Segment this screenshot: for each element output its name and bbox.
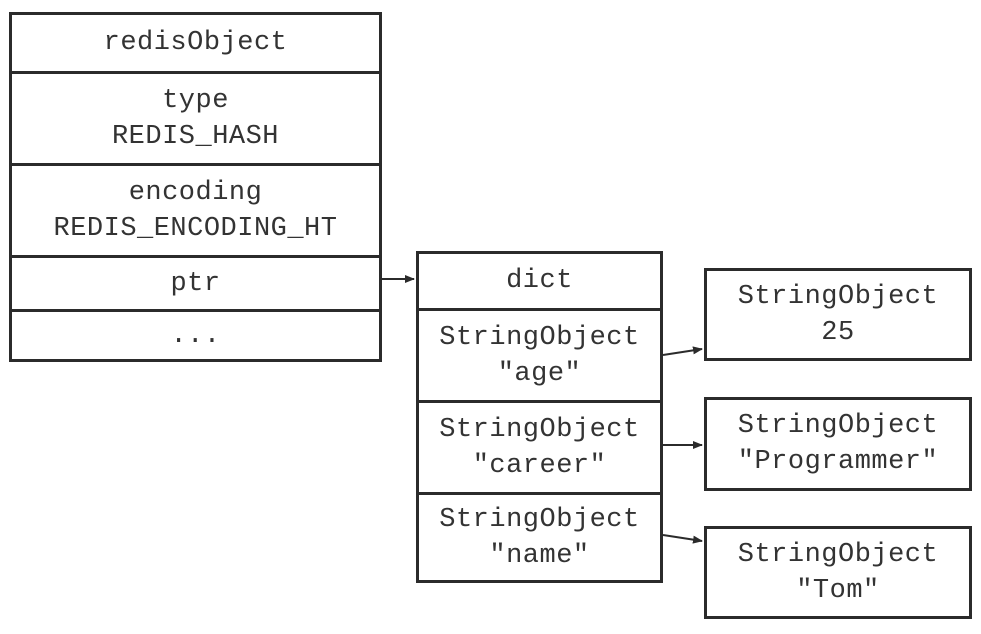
dict-entry-key: "age"	[497, 358, 582, 389]
type-field: type REDIS_HASH	[12, 71, 379, 163]
ptr-field: ptr	[12, 255, 379, 309]
value-box-career: StringObject "Programmer"	[704, 397, 972, 491]
value-content: StringObject "Tom"	[707, 529, 969, 616]
type-value: REDIS_HASH	[111, 121, 280, 152]
redis-object-title: redisObject	[103, 28, 288, 58]
value-text: 25	[821, 317, 855, 348]
value-box-age: StringObject 25	[704, 268, 972, 361]
dict-entry-career: StringObject "career"	[419, 400, 660, 492]
more-field: ...	[12, 309, 379, 359]
dict-entry-name: StringObject "name"	[419, 492, 660, 580]
dict-entry-age: StringObject "age"	[419, 308, 660, 400]
dict-title-cell: dict	[419, 254, 660, 308]
type-label: type	[162, 85, 229, 116]
dict-title: dict	[506, 266, 573, 296]
dict-entry-key-type: StringObject	[439, 322, 640, 353]
encoding-label: encoding	[128, 177, 263, 208]
dict-entry-key-type: StringObject	[439, 504, 640, 535]
encoding-field: encoding REDIS_ENCODING_HT	[12, 163, 379, 255]
ptr-label: ptr	[170, 268, 221, 299]
redis-object-title-cell: redisObject	[12, 15, 379, 71]
value-type: StringObject	[737, 539, 939, 570]
dict-entry-key-type: StringObject	[439, 414, 640, 445]
value-text: "Programmer"	[737, 447, 939, 477]
name-to-value-arrow	[662, 534, 703, 544]
redis-object-box: redisObject type REDIS_HASH encoding RED…	[9, 12, 382, 362]
value-text: "Tom"	[796, 575, 880, 606]
dict-entry-key: "name"	[489, 540, 590, 571]
value-content: StringObject "Programmer"	[707, 400, 969, 488]
dict-entry-key: "career"	[472, 450, 607, 481]
value-box-name: StringObject "Tom"	[704, 526, 972, 619]
dict-box: dict StringObject "age" StringObject "ca…	[416, 251, 663, 583]
value-type: StringObject	[737, 281, 939, 312]
value-content: StringObject 25	[707, 271, 969, 358]
encoding-value: REDIS_ENCODING_HT	[53, 213, 338, 244]
more-label: ...	[170, 320, 221, 351]
value-type: StringObject	[737, 411, 939, 441]
age-to-value-arrow	[662, 346, 703, 356]
